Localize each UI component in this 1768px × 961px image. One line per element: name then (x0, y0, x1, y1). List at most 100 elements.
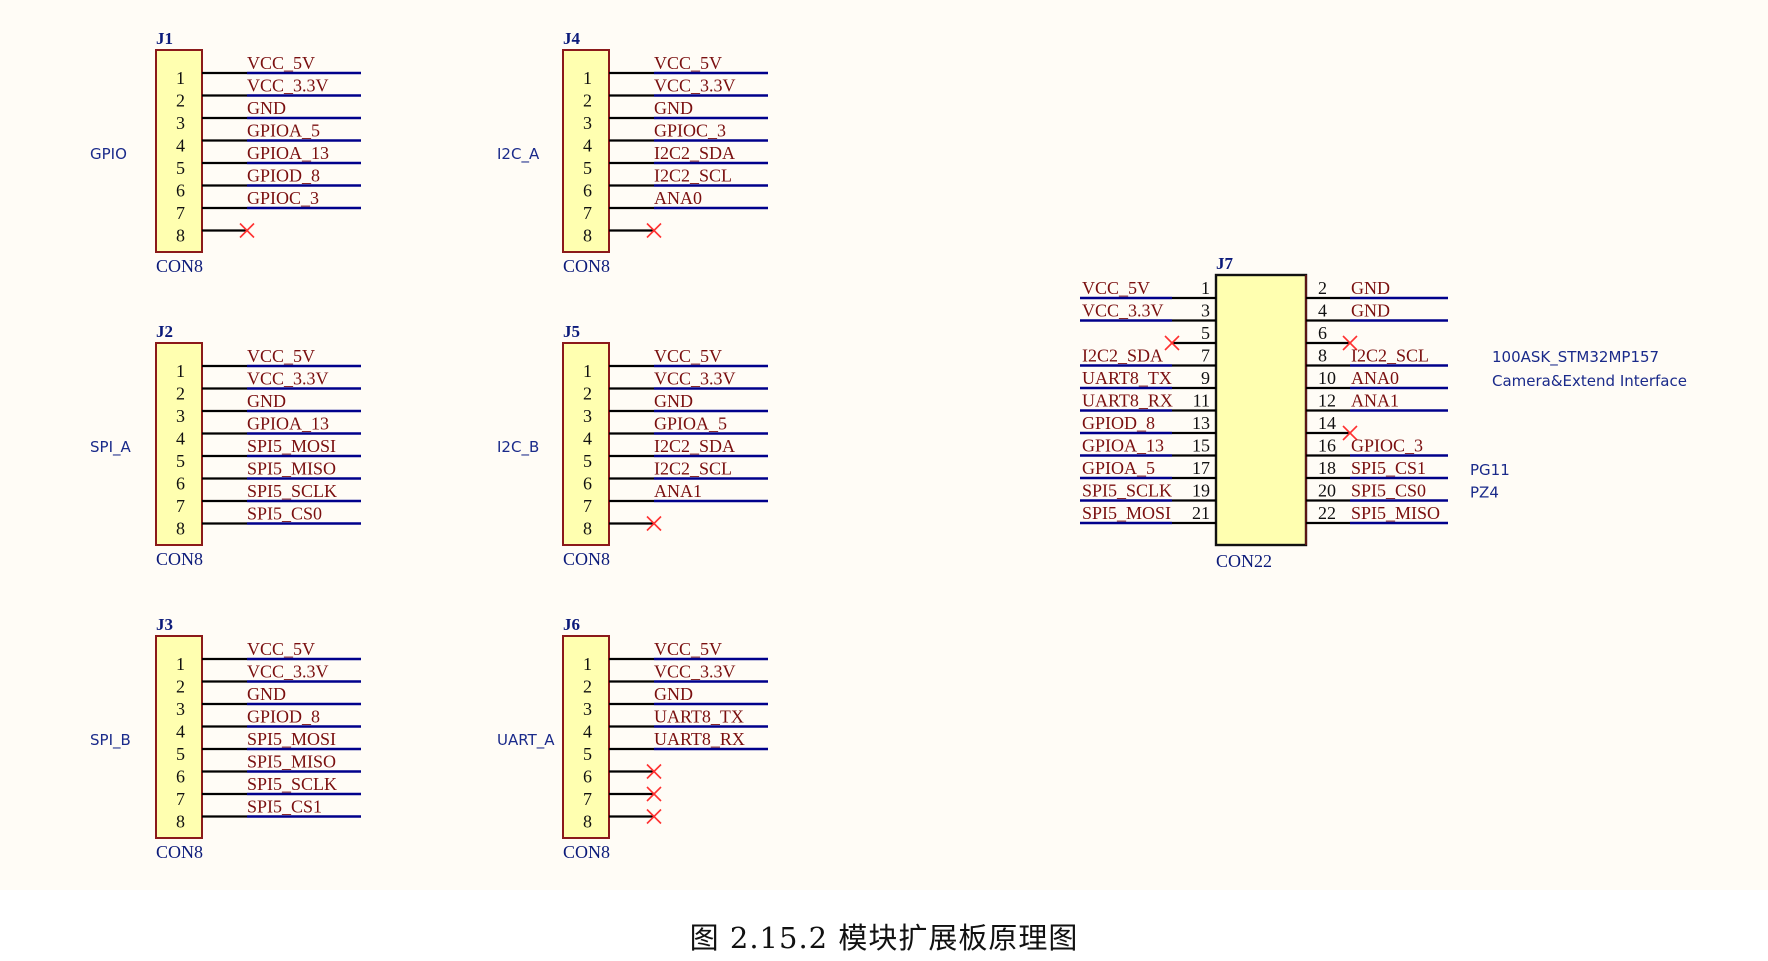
net-label: GPIOD_8 (1082, 413, 1155, 433)
pin-number: 11 (1193, 391, 1210, 411)
net-label: I2C2_SDA (654, 143, 735, 163)
no-connect-mark-b (239, 222, 255, 239)
pin-number: 2 (583, 677, 592, 697)
no-connect-mark-b (646, 515, 662, 532)
net-label: VCC_3.3V (654, 369, 736, 389)
pin-number: 3 (583, 113, 592, 133)
no-connect-mark-b (1342, 335, 1358, 351)
net-label: UART8_RX (654, 729, 745, 749)
connector-body (562, 49, 610, 253)
pin-number: 7 (176, 203, 185, 223)
pin-number: 16 (1318, 436, 1336, 456)
connector-part-label: CON8 (156, 549, 203, 569)
connector-part-label: CON22 (1216, 551, 1272, 571)
connector-part-label: CON8 (563, 256, 610, 276)
net-label: GPIOD_8 (247, 166, 320, 186)
connector-body (1214, 273, 1308, 547)
net-label: SPI5_MOSI (247, 729, 336, 749)
connector-designator: J2 (156, 322, 173, 341)
connector-designator: J4 (563, 29, 581, 48)
pin-number: 2 (176, 91, 185, 111)
pin-number: 1 (583, 361, 592, 381)
pin-number: 5 (583, 451, 592, 471)
pin-annotation: PZ4 (1470, 484, 1499, 502)
net-label: I2C2_SCL (654, 166, 732, 186)
pin-number: 4 (1318, 301, 1327, 321)
net-label: UART8_TX (654, 707, 744, 727)
pin-number: 6 (583, 181, 592, 201)
pin-number: 1 (176, 68, 185, 88)
pin-number: 5 (583, 158, 592, 178)
connector-group-label: SPI_A (90, 438, 131, 457)
net-label: ANA0 (654, 188, 702, 208)
no-connect-mark-b (646, 222, 662, 239)
pin-number: 13 (1192, 413, 1210, 433)
net-label: SPI5_SCLK (247, 481, 337, 501)
no-connect-mark-b (1164, 335, 1180, 351)
connector-group-label: SPI_B (90, 731, 131, 750)
net-label: UART8_RX (1082, 391, 1173, 411)
net-label: GND (654, 391, 693, 411)
pin-number: 8 (176, 226, 185, 246)
net-label: VCC_3.3V (247, 76, 329, 96)
net-label: SPI5_CS0 (247, 504, 322, 524)
net-label: VCC_3.3V (1082, 301, 1164, 321)
pin-number: 2 (1318, 278, 1327, 298)
no-connect-mark-b (646, 786, 662, 802)
net-label: GND (654, 684, 693, 704)
connector-designator: J3 (156, 615, 173, 634)
net-label: I2C2_SCL (654, 459, 732, 479)
net-label: GPIOC_3 (247, 188, 319, 208)
connector-part-label: CON8 (563, 842, 610, 862)
pin-number: 8 (583, 226, 592, 246)
no-connect-mark-b (1342, 425, 1358, 441)
pin-number: 3 (583, 406, 592, 426)
net-label: SPI5_MOSI (247, 436, 336, 456)
net-label: GPIOA_13 (1082, 436, 1164, 456)
connector-part-label: CON8 (156, 256, 203, 276)
pin-number: 1 (583, 68, 592, 88)
connector-body (155, 635, 203, 839)
pin-number: 4 (583, 722, 592, 742)
connector-body (155, 342, 203, 546)
net-label: GND (1351, 278, 1390, 298)
pin-annotation: PG11 (1470, 461, 1510, 479)
net-label: GND (1351, 301, 1390, 321)
interface-title: 100ASK_STM32MP157 (1492, 348, 1659, 367)
net-label: GND (247, 98, 286, 118)
pin-number: 8 (583, 519, 592, 539)
net-label: SPI5_MOSI (1082, 503, 1171, 523)
connector-part-label: CON8 (156, 842, 203, 862)
net-label: GPIOA_5 (247, 121, 320, 141)
pin-number: 7 (583, 789, 592, 809)
pin-number: 7 (583, 496, 592, 516)
net-label: I2C2_SCL (1351, 346, 1429, 366)
connector-group-label: I2C_A (497, 145, 540, 164)
pin-number: 19 (1192, 481, 1210, 501)
pin-number: 1 (176, 361, 185, 381)
pin-number: 3 (583, 699, 592, 719)
connector-designator: J6 (563, 615, 580, 634)
connector-body (562, 635, 610, 839)
pin-number: 1 (1201, 278, 1210, 298)
no-connect-mark-b (646, 763, 662, 780)
pin-number: 8 (1318, 346, 1327, 366)
figure-caption: 图 2.15.2 模块扩展板原理图 (689, 921, 1079, 955)
pin-number: 5 (176, 744, 185, 764)
pin-number: 4 (583, 136, 592, 156)
net-label: ANA0 (1351, 368, 1399, 388)
net-label: ANA1 (1351, 391, 1399, 411)
net-label: SPI5_MISO (1351, 503, 1440, 523)
connector-designator: J1 (156, 29, 173, 48)
net-label: SPI5_MISO (247, 459, 336, 479)
pin-number: 22 (1318, 503, 1336, 523)
net-label: GPIOA_13 (247, 414, 329, 434)
pin-number: 8 (583, 812, 592, 832)
net-label: VCC_3.3V (247, 369, 329, 389)
pin-number: 4 (176, 429, 185, 449)
pin-number: 8 (176, 519, 185, 539)
pin-number: 6 (176, 474, 185, 494)
net-label: SPI5_CS1 (1351, 458, 1426, 478)
net-label: GPIOA_5 (654, 414, 727, 434)
